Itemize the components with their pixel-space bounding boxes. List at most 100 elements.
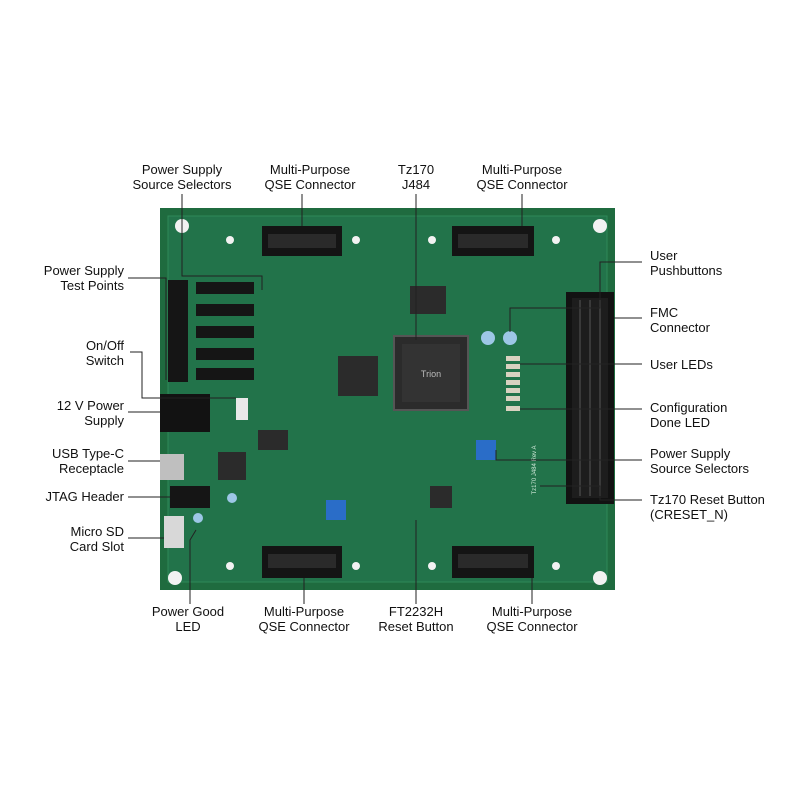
label-top-qse-connector-1: Multi-Purpose QSE Connector bbox=[264, 162, 355, 192]
label-line: Source Selectors bbox=[650, 461, 749, 476]
label-line: FT2232H bbox=[388, 604, 444, 619]
label-bottom-qse-connector-1: Multi-Purpose QSE Connector bbox=[258, 604, 349, 634]
qse-connector-top-left bbox=[262, 226, 342, 256]
board-id-silkscreen: Tz170 J484 Rev A bbox=[532, 445, 538, 494]
ic-chip bbox=[258, 430, 288, 450]
label-line: Multi-Purpose bbox=[263, 604, 345, 619]
label-line: Receptacle bbox=[58, 461, 124, 476]
fpga-marking: Trion bbox=[421, 369, 441, 379]
mounting-hole bbox=[428, 236, 436, 244]
label-line: Switch bbox=[85, 353, 124, 368]
label-line: Pushbuttons bbox=[650, 263, 723, 278]
label-line: FMC bbox=[650, 305, 679, 320]
label-12v-power-supply: 12 V Power Supply bbox=[57, 398, 124, 428]
label-line: User LEDs bbox=[650, 357, 713, 372]
label-line: User bbox=[650, 248, 678, 263]
ic-chip bbox=[218, 452, 246, 480]
label-line: QSE Connector bbox=[258, 619, 350, 634]
leader-on-off-switch bbox=[130, 351, 236, 399]
jtag-header-body bbox=[170, 486, 210, 508]
tz170-fpga-chip: Trion bbox=[393, 335, 469, 411]
leader-power-good-led bbox=[189, 529, 197, 604]
label-line: Power Supply bbox=[141, 162, 223, 177]
label-line: JTAG Header bbox=[45, 489, 124, 504]
qse-connector-bottom-left bbox=[262, 546, 342, 578]
ic-chip bbox=[338, 356, 378, 396]
label-tz170-reset-button: Tz170 Reset Button (CRESET_N) bbox=[650, 492, 765, 522]
leader-top-power-selectors bbox=[181, 194, 263, 290]
label-bottom-qse-connector-2: Multi-Purpose QSE Connector bbox=[486, 604, 577, 634]
label-line: QSE Connector bbox=[264, 177, 356, 192]
fmc-connector-body bbox=[566, 292, 614, 504]
label-line: Power Supply bbox=[650, 446, 731, 461]
label-line: Multi-Purpose bbox=[269, 162, 351, 177]
qse-connector-bottom-right bbox=[452, 546, 534, 578]
label-right-power-supply-selectors: Power Supply Source Selectors bbox=[650, 446, 749, 476]
label-line: Source Selectors bbox=[132, 177, 232, 192]
label-line: USB Type-C bbox=[51, 446, 124, 461]
label-line: LED bbox=[175, 619, 201, 634]
label-line: 12 V Power bbox=[56, 398, 124, 413]
leader-tz170-reset bbox=[540, 485, 642, 501]
mounting-hole bbox=[593, 571, 607, 585]
label-on-off-switch: On/Off Switch bbox=[86, 338, 124, 368]
reset-button bbox=[193, 513, 203, 523]
label-jtag-header: JTAG Header bbox=[45, 489, 124, 504]
label-line: On/Off bbox=[85, 338, 124, 353]
mounting-hole bbox=[552, 236, 560, 244]
leader-test-points bbox=[128, 277, 167, 380]
mounting-hole bbox=[352, 236, 360, 244]
label-line: Card Slot bbox=[69, 539, 124, 554]
label-micro-sd-card-slot: Micro SD Card Slot bbox=[70, 524, 124, 554]
label-line: (CRESET_N) bbox=[650, 507, 729, 522]
user-pushbutton bbox=[481, 331, 495, 345]
label-power-good-led: Power Good LED bbox=[152, 604, 224, 634]
mounting-hole bbox=[352, 562, 360, 570]
leader-pushbuttons bbox=[509, 261, 642, 332]
mounting-hole bbox=[168, 571, 182, 585]
label-usb-type-c-receptacle: USB Type-C Receptacle bbox=[52, 446, 124, 476]
label-line: Micro SD bbox=[70, 524, 124, 539]
mounting-hole bbox=[428, 562, 436, 570]
label-line: QSE Connector bbox=[476, 177, 568, 192]
label-line: Multi-Purpose bbox=[481, 162, 563, 177]
mounting-hole bbox=[226, 562, 234, 570]
leader-lines bbox=[128, 194, 642, 604]
label-power-supply-test-points: Power Supply Test Points bbox=[44, 263, 124, 293]
mounting-hole bbox=[593, 219, 607, 233]
label-user-leds: User LEDs bbox=[650, 357, 713, 372]
label-line: Power Supply bbox=[43, 263, 124, 278]
label-top-tz170-j484: Tz170 J484 bbox=[398, 162, 434, 192]
label-ft2232h-reset-button: FT2232H Reset Button bbox=[378, 604, 453, 634]
dc-power-jack bbox=[160, 394, 210, 432]
label-line: Tz170 Reset Button bbox=[650, 492, 765, 507]
ic-chip bbox=[410, 286, 446, 314]
label-top-power-supply-selectors: Power Supply Source Selectors bbox=[133, 162, 232, 192]
label-line: Tz170 bbox=[397, 162, 435, 177]
pcb-inner-area bbox=[167, 215, 608, 583]
user-led-array bbox=[506, 356, 520, 411]
mounting-hole bbox=[552, 562, 560, 570]
label-line: Done LED bbox=[650, 415, 710, 430]
power-selector-jumpers bbox=[196, 282, 254, 380]
blue-dip-switch bbox=[326, 500, 346, 520]
reset-button bbox=[227, 493, 237, 503]
label-line: QSE Connector bbox=[486, 619, 578, 634]
test-points-header bbox=[168, 280, 188, 382]
label-line: Connector bbox=[650, 320, 710, 335]
user-pushbutton bbox=[503, 331, 517, 345]
label-fmc-connector: FMC Connector bbox=[650, 305, 710, 335]
label-line: Supply bbox=[84, 413, 124, 428]
label-line: Power Good bbox=[151, 604, 225, 619]
mounting-hole bbox=[226, 236, 234, 244]
label-line: J484 bbox=[401, 177, 431, 192]
label-configuration-done-led: Configuration Done LED bbox=[650, 400, 727, 430]
label-line: Configuration bbox=[650, 400, 728, 415]
qse-connector-top-right bbox=[452, 226, 534, 256]
label-user-pushbuttons: User Pushbuttons bbox=[650, 248, 722, 278]
label-top-qse-connector-2: Multi-Purpose QSE Connector bbox=[476, 162, 567, 192]
ic-chip bbox=[430, 486, 452, 508]
micro-sd-slot-body bbox=[164, 516, 184, 548]
